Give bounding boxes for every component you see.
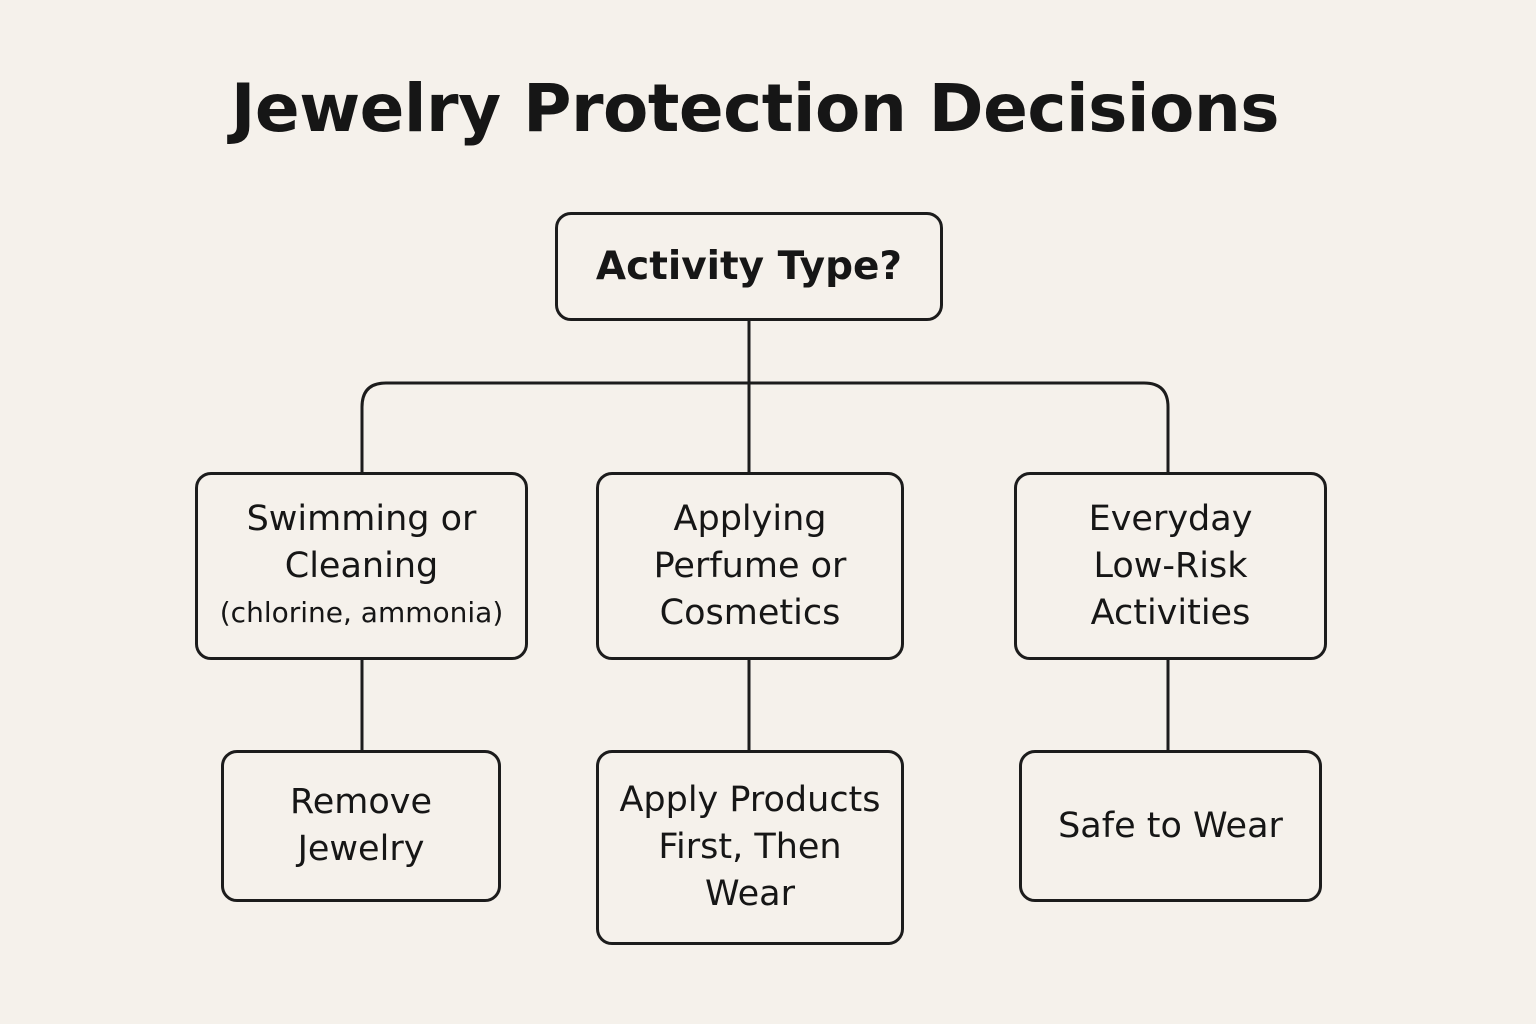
- option-node-perfume-cosmetics: Applying Perfume or Cosmetics: [596, 472, 904, 660]
- node-note: (chlorine, ammonia): [219, 596, 504, 629]
- option-node-swimming-cleaning: Swimming or Cleaning (chlorine, ammonia): [195, 472, 528, 660]
- node-label: Low-Risk: [1093, 545, 1248, 586]
- option-node-everyday-activities: Everyday Low-Risk Activities: [1014, 472, 1327, 660]
- node-label: Cosmetics: [659, 592, 841, 633]
- node-label: Safe to Wear: [1058, 805, 1283, 846]
- connector-branch-bar: [360, 381, 1170, 472]
- node-label: Remove: [289, 782, 433, 822]
- node-label: Applying: [673, 498, 827, 539]
- node-label: Everyday: [1088, 498, 1253, 539]
- node-label: Swimming or: [246, 499, 477, 539]
- outcome-node-apply-products-first: Apply Products First, Then Wear: [596, 750, 904, 945]
- decision-node-activity-type: Activity Type?: [555, 212, 943, 321]
- node-label: Perfume or: [653, 545, 847, 586]
- node-label: Cleaning: [284, 546, 439, 586]
- diagram-title: Jewelry Protection Decisions: [230, 70, 1280, 147]
- outcome-node-remove-jewelry: Remove Jewelry: [221, 750, 501, 902]
- node-label: Jewelry: [297, 829, 425, 869]
- node-label: Activities: [1090, 592, 1251, 633]
- outcome-node-safe-to-wear: Safe to Wear: [1019, 750, 1322, 902]
- node-label: Apply Products: [619, 780, 881, 820]
- node-label: Activity Type?: [595, 244, 903, 289]
- node-label: First, Then: [658, 827, 842, 867]
- node-label: Wear: [705, 874, 795, 914]
